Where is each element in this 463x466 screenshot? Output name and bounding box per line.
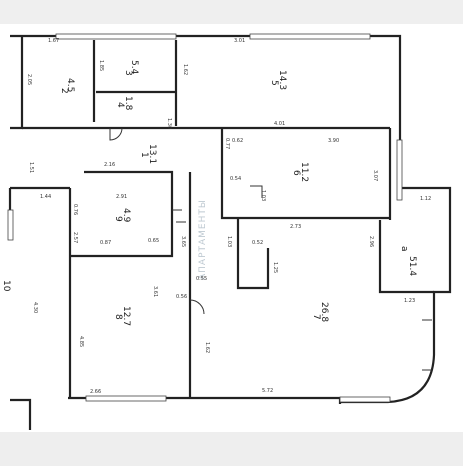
wall-bath-block (92, 40, 178, 126)
dim-label: 3.01 (234, 38, 245, 44)
dim-label: 4.30 (32, 302, 38, 313)
room-3-area: 5.4 (129, 60, 139, 75)
dim-label: 0.55 (196, 276, 207, 282)
window-top-right (249, 33, 371, 40)
dim-label: 2.73 (290, 224, 301, 230)
dim-label: 2.16 (104, 162, 115, 168)
dim-label: 1.23 (404, 298, 415, 304)
wall-shaft (236, 218, 270, 290)
dim-label: 3.90 (328, 138, 339, 144)
dim-label: 0.65 (148, 238, 159, 244)
dim-label: 1.44 (40, 194, 51, 200)
dim-label: 1.25 (272, 262, 278, 273)
room-5-area: 14.3 (277, 70, 287, 90)
dim-label: 1.67 (48, 38, 59, 44)
outer-wall-balcony (400, 186, 452, 300)
room-2-area: 4.5 (65, 78, 75, 92)
dim-label: 4.85 (78, 336, 84, 347)
window-top-left (55, 33, 177, 40)
dimension-labels: 1.67 3.01 2.05 1.85 1.62 1.30 4.01 0.77 … (26, 38, 431, 395)
dim-label: 3.65 (180, 236, 186, 247)
bottom-margin-band (0, 432, 463, 466)
dim-label: 2.91 (116, 194, 127, 200)
wall-corridor-north (22, 126, 392, 220)
watermark-text: АПАРТАМЕНТЫ (198, 199, 208, 280)
dim-label: 0.56 (176, 294, 187, 300)
dim-label: 1.03 (260, 190, 266, 201)
room-7-number: 7 (311, 314, 321, 320)
dim-label: 3.07 (372, 170, 378, 181)
dim-label: 1.62 (182, 64, 188, 75)
window-bottom-left (85, 395, 167, 402)
dim-label: 2.05 (26, 74, 32, 85)
dim-label: 1.03 (226, 236, 232, 247)
dim-label: 0.77 (224, 138, 230, 149)
door-room8 (189, 299, 205, 315)
dim-label: 3.61 (152, 286, 158, 297)
room-9-number: 9 (113, 216, 123, 222)
window-left (7, 209, 14, 241)
wall-room6 (220, 128, 390, 220)
window-bottom-right (339, 396, 391, 403)
wall-west-bedroom (10, 186, 72, 398)
room-8-area: 12.7 (121, 306, 131, 326)
dim-label: 2.57 (72, 232, 78, 243)
dim-label: 1.85 (98, 60, 104, 71)
wall-room9 (70, 170, 174, 258)
dim-label: 4.01 (274, 121, 285, 127)
room-11-number: a (399, 246, 409, 252)
dim-label: 1.30 (166, 118, 172, 129)
outer-wall-curve (340, 300, 436, 404)
dim-label: 1.51 (28, 162, 34, 173)
room-10-number: 10 (1, 280, 11, 292)
dim-label: 0.62 (232, 138, 243, 144)
dim-label: 5.72 (262, 388, 273, 394)
doors (109, 127, 432, 371)
top-margin-band (0, 0, 463, 24)
dim-label: 0.52 (252, 240, 263, 246)
dim-label: 1.12 (420, 196, 431, 202)
outer-wall-top-right (10, 34, 402, 188)
outer-wall-left-lower (8, 188, 32, 430)
room-4-area: 1.8 (123, 96, 133, 111)
room-6-area: 11.2 (299, 162, 309, 182)
dim-label: 2.96 (368, 236, 374, 247)
room-1-number: 1 (139, 152, 149, 158)
room-6-number: 6 (291, 170, 301, 176)
room-1-area: 13.1 (147, 144, 157, 164)
room-8-number: 8 (113, 314, 123, 320)
room-labels: 2 4.5 3 5.4 4 1.8 5 14.3 1 13.1 6 11.2 9… (1, 60, 417, 326)
balcony-glazing-ticks (422, 319, 432, 371)
window-right (396, 139, 403, 201)
room-3-number: 3 (123, 70, 133, 76)
room-11-area: 51.4 (407, 256, 417, 276)
room-9-area: 4.9 (121, 208, 131, 223)
dim-label: 0.87 (100, 240, 111, 246)
windows (7, 33, 403, 403)
room-5-number: 5 (269, 80, 279, 86)
door-room9 (172, 209, 186, 223)
outer-wall-left-upper (10, 36, 24, 130)
dim-label: 0.76 (72, 204, 78, 215)
dim-label: 0.54 (230, 176, 241, 182)
door-corridor (109, 127, 123, 141)
wall-balcony-inner (378, 220, 434, 294)
door-room6 (250, 185, 263, 198)
room-4-number: 4 (115, 102, 125, 108)
interior-walls (10, 40, 434, 398)
room-2-number: 2 (59, 88, 69, 94)
dim-label: 1.62 (204, 342, 210, 353)
dim-label: 2.66 (90, 389, 101, 395)
room-7-area: 26.8 (319, 302, 329, 322)
